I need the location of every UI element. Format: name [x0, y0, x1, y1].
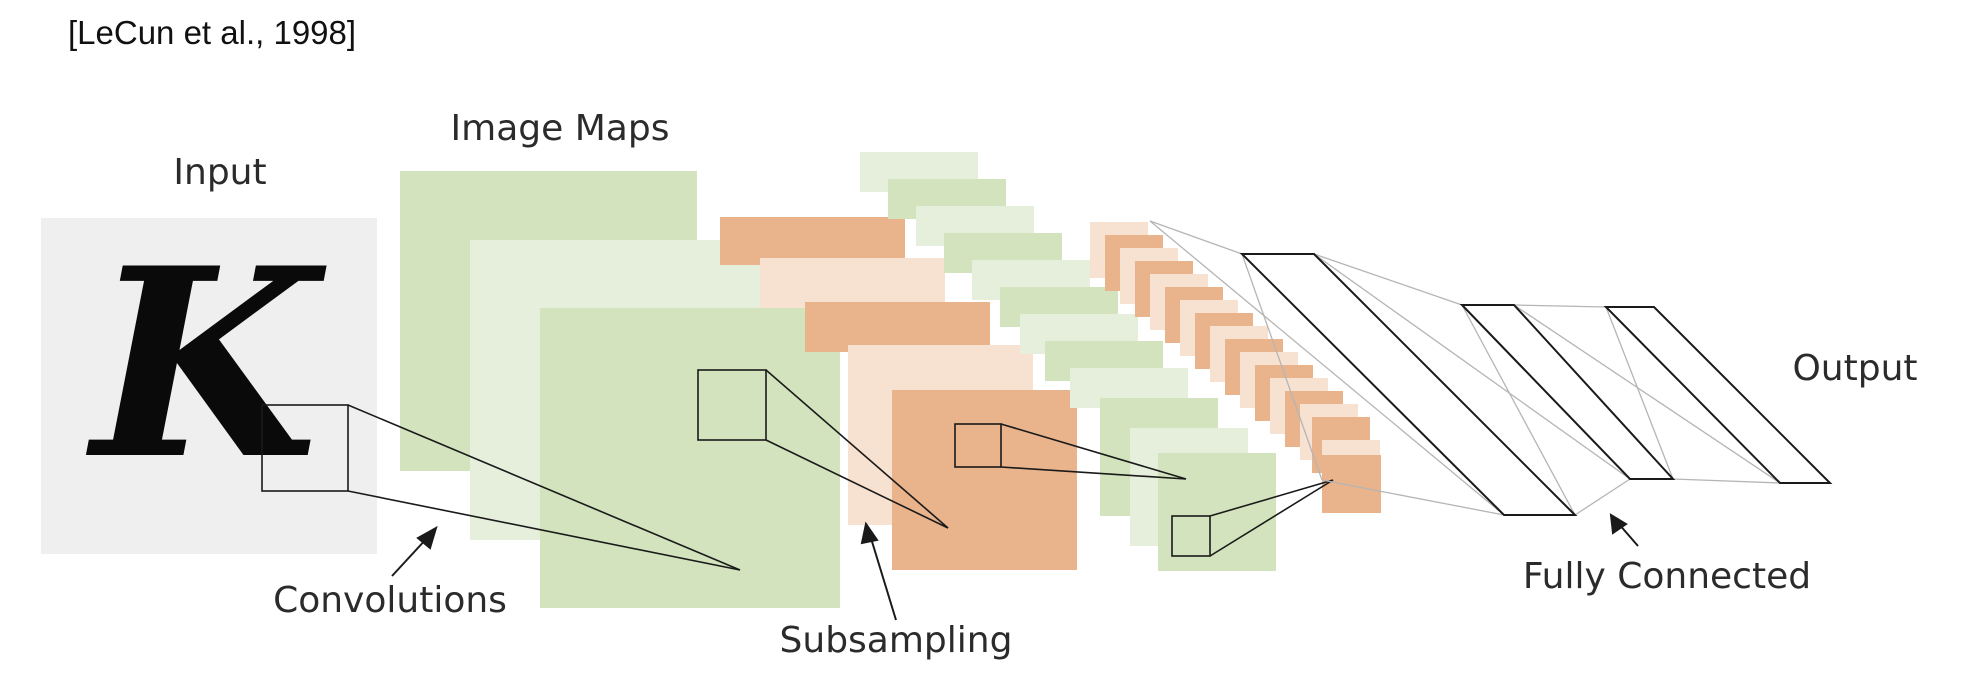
citation: [LeCun et al., 1998]: [68, 14, 357, 51]
sub1-map-5: [892, 390, 1077, 570]
sub2-map: [1322, 455, 1381, 513]
fc-layer-3: [1603, 306, 1833, 484]
conv1-kernel-window: [697, 369, 767, 441]
input-glyph: K: [84, 212, 328, 517]
subsampling-label: Subsampling: [780, 620, 1013, 661]
sub1-map-1: [720, 217, 905, 265]
subsampling-arrow: [860, 521, 897, 621]
sub1-kernel-window: [954, 423, 1002, 468]
output-label: Output: [1792, 348, 1917, 389]
convolutions-arrow: [391, 525, 438, 577]
image-maps-label: Image Maps: [451, 108, 670, 149]
fully-connected-arrow: [1609, 513, 1639, 547]
input-panel: [41, 218, 377, 554]
conv2-stack: [860, 152, 1276, 571]
fully-connected-label: Fully Connected: [1523, 556, 1811, 597]
conv1-map-3: [540, 308, 840, 608]
pointer-arrows: [391, 513, 1639, 621]
conv2-map: [1158, 453, 1276, 571]
sub1-map-3: [805, 302, 990, 352]
convolutions-label: Convolutions: [273, 580, 507, 621]
fully-connected-layers: [1149, 220, 1833, 516]
sub2-stack: [1090, 222, 1381, 513]
input-label: Input: [173, 152, 266, 193]
fc-layer-1: [1239, 253, 1578, 516]
kernel-projections: [261, 369, 1334, 571]
sub1-map-2: [760, 258, 945, 308]
fc-layer-2: [1459, 304, 1676, 480]
conv2-kernel-window: [1171, 515, 1211, 557]
input-kernel-window: [261, 404, 349, 492]
